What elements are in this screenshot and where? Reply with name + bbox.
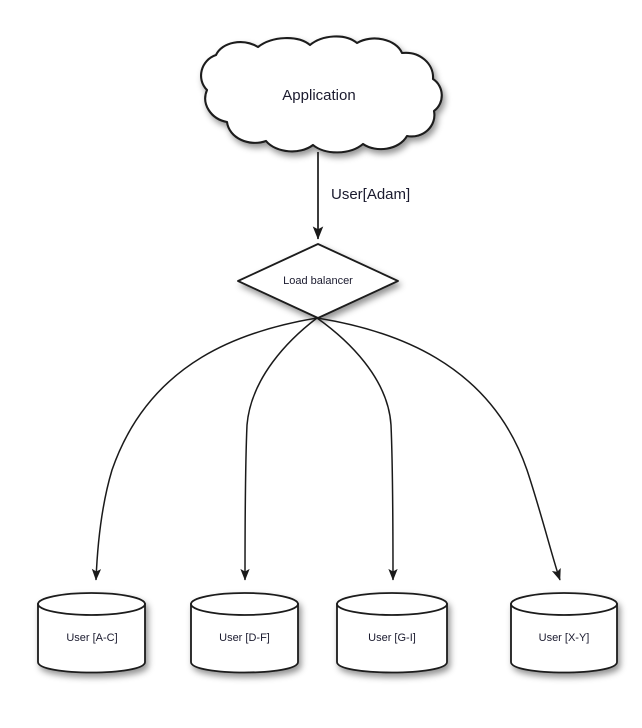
edge-lb-to-db-1 — [240, 317, 318, 581]
edge-lb-to-db-2 — [316, 317, 398, 581]
database-cylinder-icon — [190, 592, 299, 674]
edge-label-user-adam: User[Adam] — [331, 186, 411, 203]
edge-lb-to-db-3 — [316, 317, 561, 581]
diamond-icon — [237, 243, 399, 319]
cloud-icon — [200, 35, 443, 154]
edge-lb-to-db-0 — [91, 317, 318, 581]
database-cylinder-icon — [510, 592, 618, 674]
database-cylinder-icon — [336, 592, 448, 674]
database-cylinder-icon — [37, 592, 146, 674]
